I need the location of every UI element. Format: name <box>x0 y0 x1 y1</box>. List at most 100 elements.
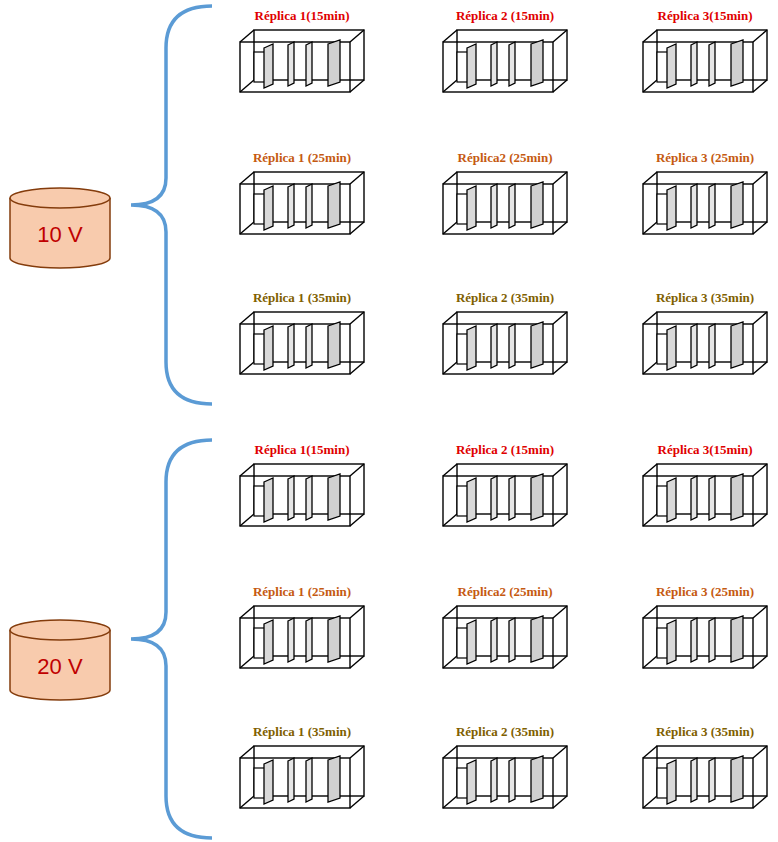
electrolytic-cell <box>240 464 364 526</box>
cell-edge <box>443 606 457 618</box>
cell-edge <box>753 746 767 758</box>
electrode-plate <box>731 756 743 802</box>
electrode-plate <box>491 184 497 228</box>
electrode-plate <box>288 184 294 228</box>
electrode-plate <box>667 478 676 522</box>
electrode-plate <box>667 620 676 664</box>
electrode-plate <box>288 476 294 520</box>
cell-edge <box>240 172 254 184</box>
cell-edge <box>350 746 364 758</box>
cell-edge <box>643 312 657 324</box>
curly-bracket <box>131 6 212 404</box>
cell-edge <box>553 656 567 668</box>
electrode-plate <box>491 42 497 86</box>
electrode-plate <box>467 44 476 88</box>
cell-edge <box>643 656 657 668</box>
electrode-plate <box>288 758 294 802</box>
electrode-plate <box>491 324 497 368</box>
cell-edge <box>240 606 254 618</box>
cell-edge <box>443 30 457 42</box>
electrode-plate <box>709 184 715 228</box>
cell-edge <box>553 80 567 92</box>
cell-edge <box>350 362 364 374</box>
electrode-plate <box>467 478 476 522</box>
cell-edge <box>643 30 657 42</box>
cell-edge <box>643 606 657 618</box>
replica-label: Réplica 1 (25min) <box>253 150 351 166</box>
electrolytic-cell <box>643 746 767 808</box>
cell-edge <box>553 222 567 234</box>
electrode-plate <box>731 322 743 368</box>
cell-edge <box>753 656 767 668</box>
cell-edge <box>240 464 254 476</box>
electrode-plate <box>691 324 697 368</box>
cell-edge <box>753 514 767 526</box>
cell-edge <box>350 796 364 808</box>
cell-edge <box>643 464 657 476</box>
electrolytic-cell <box>240 30 364 92</box>
cell-edge <box>643 80 657 92</box>
cell-edge <box>643 222 657 234</box>
electrode-plate <box>709 476 715 520</box>
replica-label: Réplica 1(15min) <box>255 442 350 458</box>
electrolytic-cell <box>443 746 567 808</box>
cell-group <box>240 30 767 808</box>
electrode-plate <box>691 618 697 662</box>
cell-edge <box>240 30 254 42</box>
electrode-plate <box>531 322 543 368</box>
electrode-plate <box>667 44 676 88</box>
replica-label: Réplica 3(15min) <box>658 442 753 458</box>
electrode-plate <box>709 324 715 368</box>
electrode-plate <box>328 756 340 802</box>
cell-edge <box>240 746 254 758</box>
cell-edge <box>350 464 364 476</box>
electrolytic-cell <box>443 606 567 668</box>
electrode-plate <box>667 326 676 370</box>
cell-edge <box>443 80 457 92</box>
voltage-label: 10 V <box>8 186 112 248</box>
cell-edge <box>350 222 364 234</box>
electrode-plate <box>531 616 543 662</box>
replica-label: Réplica 3 (25min) <box>656 584 754 600</box>
electrode-plate <box>264 620 273 664</box>
electrode-plate <box>731 40 743 86</box>
electrolytic-cell <box>240 606 364 668</box>
electrolytic-cell <box>443 30 567 92</box>
electrode-plate <box>264 186 273 230</box>
cell-edge <box>553 746 567 758</box>
cell-edge <box>443 222 457 234</box>
electrode-plate <box>731 616 743 662</box>
electrode-plate <box>328 40 340 86</box>
electrolytic-cell <box>240 312 364 374</box>
electrode-plate <box>731 474 743 520</box>
replica-label: Réplica 1 (25min) <box>253 584 351 600</box>
replica-label: Réplica 2 (15min) <box>456 8 554 24</box>
electrode-plate <box>491 758 497 802</box>
cell-edge <box>240 80 254 92</box>
electrode-plate <box>264 760 273 804</box>
electrode-plate <box>531 182 543 228</box>
cell-edge <box>753 172 767 184</box>
cell-edge <box>443 362 457 374</box>
electrode-plate <box>306 758 312 802</box>
cell-edge <box>643 172 657 184</box>
electrolytic-cell <box>643 464 767 526</box>
electrode-plate <box>491 476 497 520</box>
replica-label: Réplica 3(15min) <box>658 8 753 24</box>
electrolytic-cell <box>443 312 567 374</box>
cell-edge <box>350 514 364 526</box>
cell-edge <box>553 796 567 808</box>
cell-edge <box>753 464 767 476</box>
electrode-plate <box>467 620 476 664</box>
replica-label: Réplica 2 (15min) <box>456 442 554 458</box>
electrode-plate <box>509 42 515 86</box>
cell-edge <box>240 362 254 374</box>
cell-edge <box>350 80 364 92</box>
replica-label: Réplica 1(15min) <box>255 8 350 24</box>
electrode-plate <box>306 184 312 228</box>
cell-edge <box>753 606 767 618</box>
cell-edge <box>643 514 657 526</box>
voltage-label: 20 V <box>8 618 112 680</box>
voltage-cylinder: 20 V <box>8 618 112 702</box>
cell-edge <box>443 172 457 184</box>
